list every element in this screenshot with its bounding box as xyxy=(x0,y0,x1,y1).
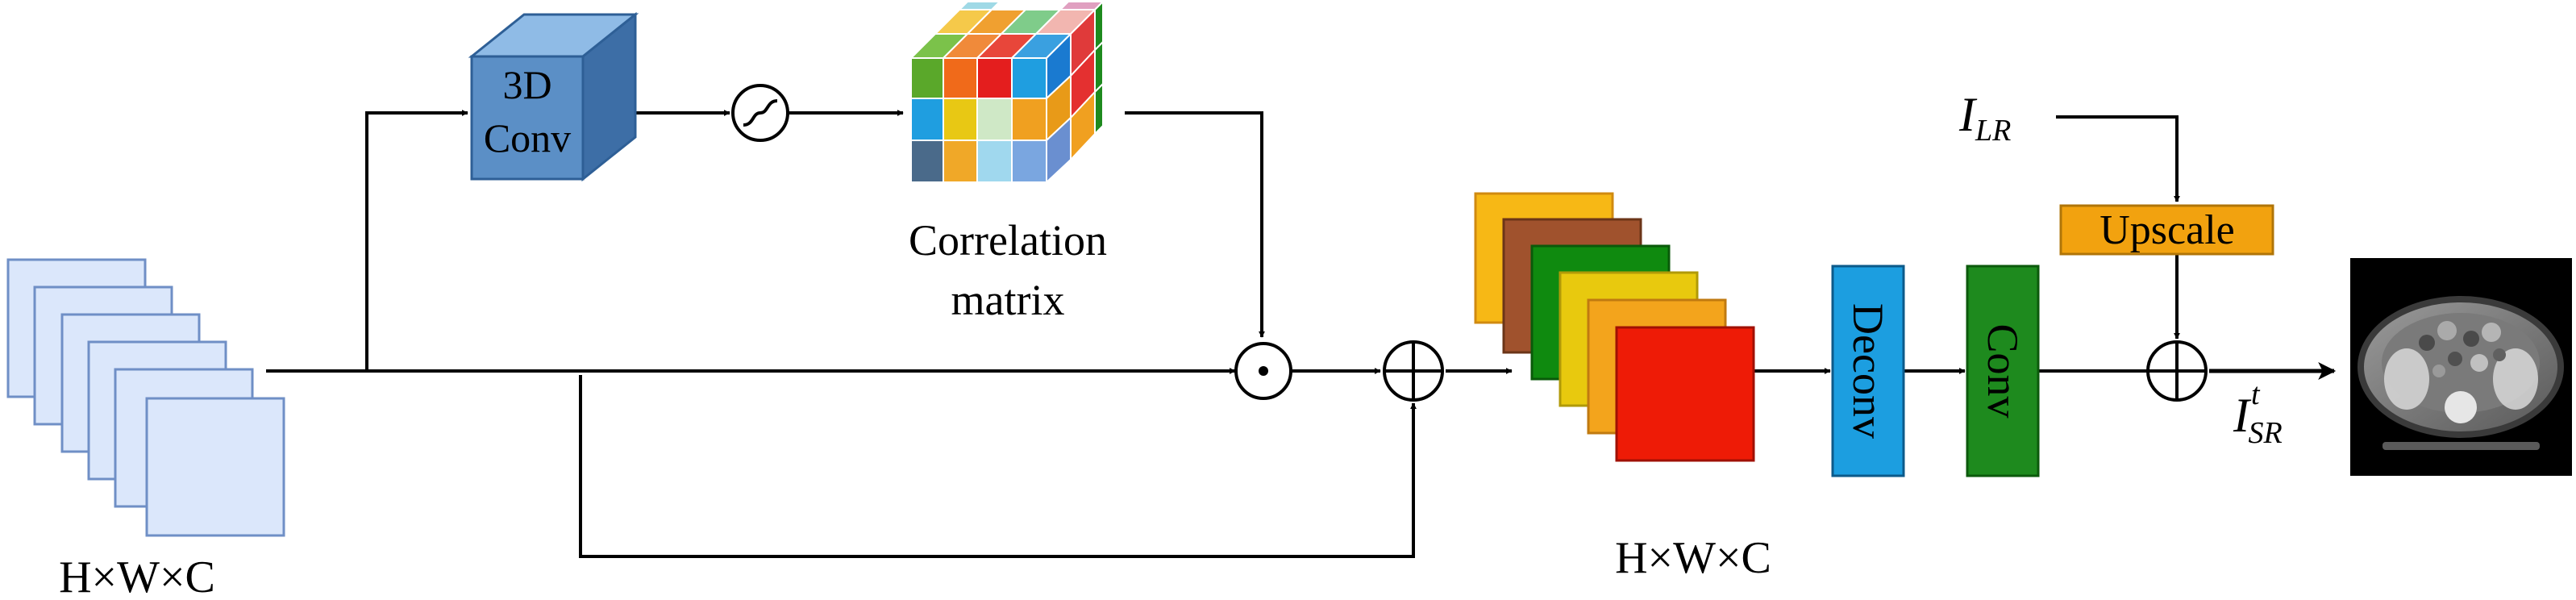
cube-top-face xyxy=(909,1,1105,59)
feature-map-red xyxy=(1615,326,1755,462)
upscale-block: Upscale xyxy=(2059,204,2274,256)
ilr-to-upscale xyxy=(2056,115,2180,202)
output-dim-label: H×W×C xyxy=(1615,533,1771,583)
conv3d-label-line2: Conv xyxy=(484,115,571,160)
conv-label: Conv xyxy=(1979,323,2027,418)
connector-lines xyxy=(266,110,2180,558)
conv-block: Conv xyxy=(1966,265,2040,477)
output-feature-stack xyxy=(1474,192,1755,462)
deconv-label: Deconv xyxy=(1844,303,1892,439)
element-sum-icon xyxy=(1383,340,1444,402)
branch-to-conv3d xyxy=(365,110,468,371)
input-feature-map xyxy=(145,397,285,537)
input-feature-stack xyxy=(6,258,285,537)
sigmoid-icon xyxy=(731,84,789,142)
conv3d-label-line1: 3D xyxy=(502,62,551,107)
upscale-label: Upscale xyxy=(2100,207,2234,253)
deconv-block: Deconv xyxy=(1831,265,1905,477)
correlation-to-product xyxy=(1125,111,1265,338)
conv3d-block: 3D Conv xyxy=(468,11,639,182)
svg-text:ILR: ILR xyxy=(1958,88,2011,148)
correlation-label-line2: matrix xyxy=(951,276,1065,324)
skip-connection xyxy=(579,375,1417,558)
ct-scan-image xyxy=(2350,258,2572,476)
hadamard-product-icon xyxy=(1234,342,1292,400)
correlation-matrix-cube xyxy=(909,0,1105,185)
cube-front-face xyxy=(910,57,1047,183)
input-dim-label: H×W×C xyxy=(59,552,215,600)
cube-side-face xyxy=(1046,0,1104,185)
final-sum-icon xyxy=(2146,340,2208,402)
conv3d-front-face xyxy=(470,55,585,181)
correlation-label-line1: Correlation xyxy=(909,216,1107,265)
i-lr-label: ILR xyxy=(1958,88,2011,148)
